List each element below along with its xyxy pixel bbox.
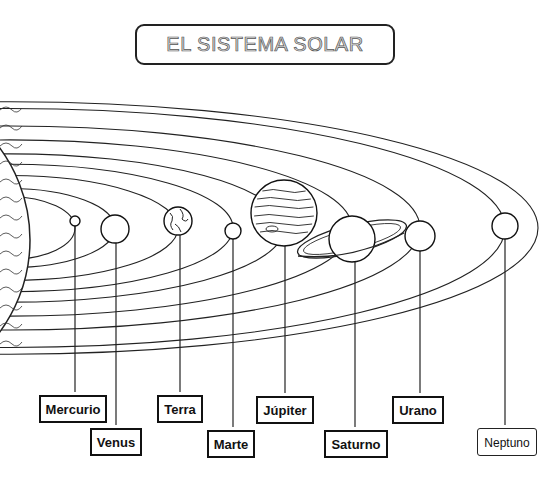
sun-texture <box>0 233 22 238</box>
planet <box>405 221 435 251</box>
orbit-line <box>0 102 538 354</box>
jupiter-band <box>256 223 312 226</box>
jupiter-band <box>257 198 311 201</box>
jupiter-band <box>254 215 314 218</box>
leaders <box>75 226 505 427</box>
sun-texture <box>0 161 22 166</box>
label-text: Terra <box>164 402 196 417</box>
label-text: Mercurio <box>46 402 101 417</box>
leader-line <box>179 235 180 392</box>
leader-line <box>419 251 420 393</box>
planet <box>70 216 80 226</box>
jupiter-spot <box>266 226 278 232</box>
planet <box>492 213 518 239</box>
planet-label: Urano <box>392 396 444 424</box>
planet-label: Marte <box>207 430 256 458</box>
label-text: Saturno <box>331 437 380 452</box>
sun-texture <box>0 305 22 310</box>
sun-texture <box>0 215 22 220</box>
planet-label: Júpiter <box>256 396 313 424</box>
planet <box>101 215 129 243</box>
title-box: EL SISTEMA SOLAR <box>135 24 395 65</box>
planet <box>251 180 317 246</box>
planet-label: Saturno <box>324 430 387 458</box>
sun-texture <box>0 269 22 274</box>
sun-texture <box>0 251 22 256</box>
earth-continents <box>170 209 188 232</box>
sun <box>0 85 30 395</box>
sun-texture <box>0 143 22 148</box>
orbit-line <box>0 140 352 316</box>
orbit-line <box>0 126 420 330</box>
leader-line <box>504 239 505 425</box>
planet <box>164 207 192 235</box>
saturn-ring <box>298 233 404 257</box>
planet-label: Mercurio <box>39 395 108 423</box>
leader-line <box>284 246 285 393</box>
leader-line <box>74 226 75 392</box>
sun-texture <box>0 107 22 112</box>
sun-disc <box>0 85 30 395</box>
planet <box>225 223 241 239</box>
sun-texture <box>0 341 22 346</box>
orbit-line <box>0 154 284 302</box>
planet-label: Venus <box>90 428 142 456</box>
sun-texture <box>0 323 22 328</box>
orbit-line <box>0 109 505 348</box>
label-text: Urano <box>399 403 437 418</box>
label-text: Neptuno <box>484 436 529 450</box>
sun-texture <box>0 287 22 292</box>
label-text: Venus <box>97 435 135 450</box>
orbits <box>0 102 538 354</box>
sun-texture <box>0 179 22 184</box>
sun-texture <box>0 125 22 130</box>
planet-label: Terra <box>157 395 203 423</box>
leader-line <box>354 262 355 427</box>
label-text: Marte <box>214 437 249 452</box>
leader-line <box>115 243 116 425</box>
sun-texture <box>0 197 22 202</box>
jupiter-band <box>262 190 305 193</box>
planet-label: Neptuno <box>477 428 536 456</box>
label-text: Júpiter <box>263 403 306 418</box>
planets <box>70 180 518 266</box>
jupiter-band <box>255 206 314 209</box>
title-text: EL SISTEMA SOLAR <box>166 33 363 56</box>
leader-line <box>232 239 233 427</box>
